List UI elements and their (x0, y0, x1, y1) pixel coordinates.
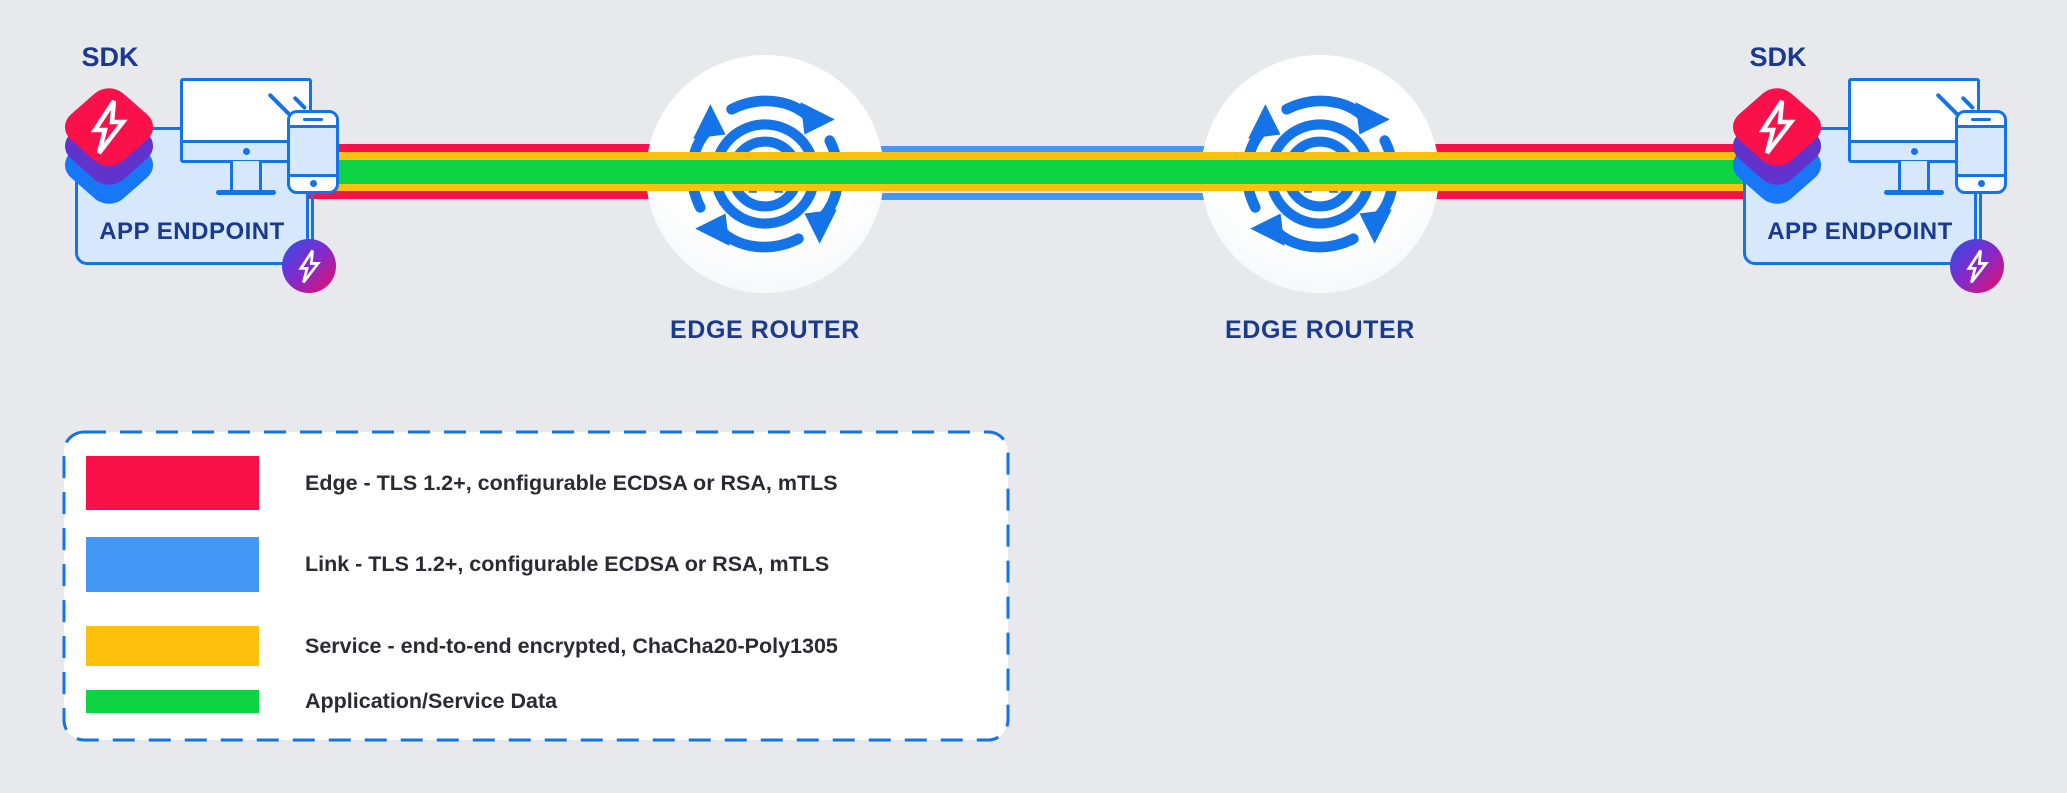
link-stripe-top (770, 145, 1315, 153)
sdk-label-left: SDK (81, 42, 139, 72)
phone-speaker (1971, 118, 1991, 121)
data-stripe (250, 159, 1835, 184)
legend-swatch-link (86, 537, 259, 592)
monitor-base (216, 190, 276, 195)
phone-icon (287, 110, 339, 194)
edge-router-left-label: EDGE ROUTER (670, 316, 860, 344)
service-stripe-top (250, 151, 1835, 160)
legend-swatch-edge (86, 456, 259, 510)
legend-dashed-border (62, 430, 1010, 742)
legend-label-link: Link - TLS 1.2+, configurable ECDSA or R… (305, 552, 830, 576)
edge-stripe-right-bottom (1315, 191, 1835, 199)
link-stripe-bottom (770, 192, 1315, 200)
edge-stripe-left-top (250, 144, 770, 152)
phone-connector-line (1979, 192, 1982, 244)
monitor-stand (1898, 161, 1930, 192)
phone-home-button (1977, 180, 1985, 187)
sdk-label-right: SDK (1749, 42, 1807, 72)
ziti-bolt-icon (299, 248, 319, 284)
ziti-badge-icon (282, 239, 336, 293)
monitor-stand (230, 161, 262, 192)
edge-stripe-left-bottom (250, 191, 770, 199)
legend-label-service: Service - end-to-end encrypted, ChaCha20… (305, 633, 838, 658)
edge-router-right-label: EDGE ROUTER (1225, 316, 1415, 344)
phone-screen (1958, 125, 2004, 177)
legend-swatch-data (86, 690, 259, 713)
ziti-bolt-icon (87, 97, 131, 157)
monitor-dot (1910, 148, 1918, 155)
service-stripe-bottom (250, 183, 1835, 191)
app-endpoint-right-label: APP ENDPOINT (1767, 218, 1953, 245)
phone-screen (290, 125, 336, 177)
app-endpoint-left-label: APP ENDPOINT (99, 218, 285, 245)
legend-label-edge: Edge - TLS 1.2+, configurable ECDSA or R… (305, 470, 838, 495)
phone-home-button (309, 180, 317, 187)
monitor-base (1884, 190, 1944, 195)
phone-speaker (303, 118, 323, 121)
phone-connector-line (311, 192, 314, 244)
phone-icon (1955, 110, 2007, 194)
legend-swatch-service (86, 626, 259, 666)
edge-stripe-right-top (1315, 144, 1835, 152)
ziti-bolt-icon (1967, 248, 1987, 284)
ziti-bolt-icon (1755, 97, 1799, 157)
sdk-stack-icon (56, 78, 162, 212)
monitor-dot (242, 148, 250, 155)
legend-label-data: Application/Service Data (305, 689, 558, 713)
legend-box: Edge - TLS 1.2+, configurable ECDSA or R… (62, 430, 1010, 742)
sdk-stack-icon (1724, 78, 1830, 212)
ziti-badge-icon (1950, 239, 2004, 293)
